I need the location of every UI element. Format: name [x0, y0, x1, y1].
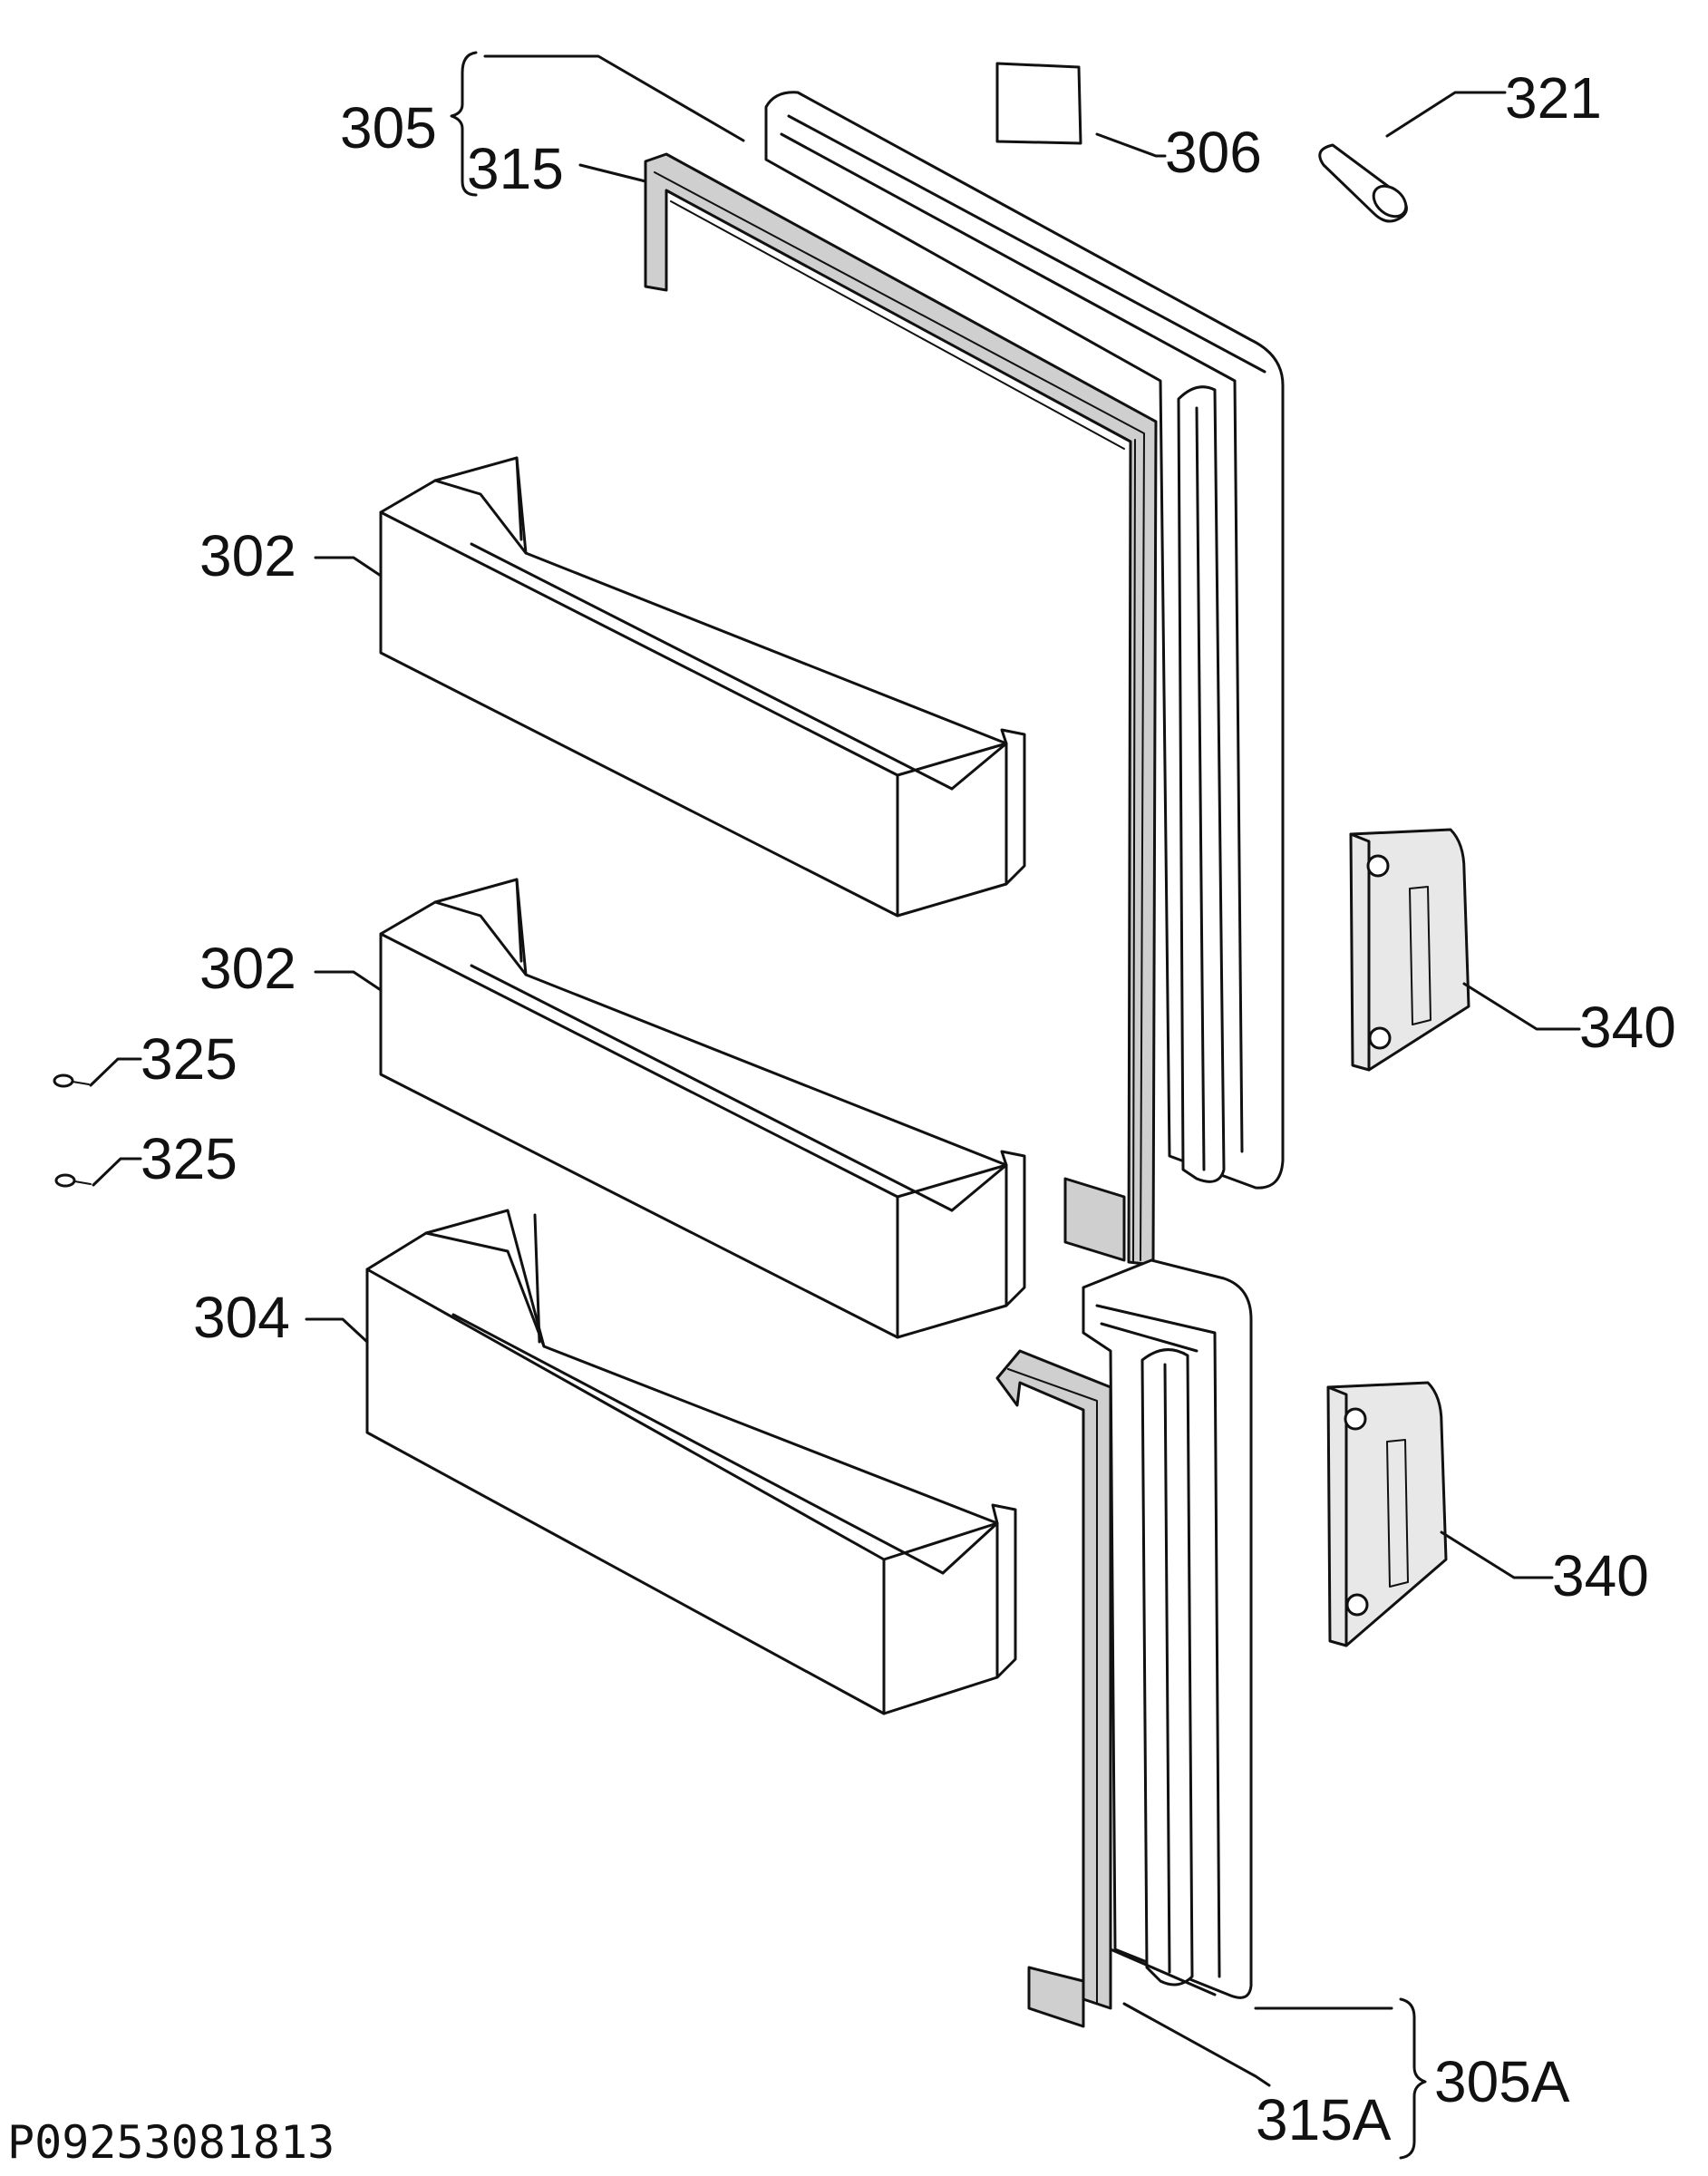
label-302-lower: 302 [199, 936, 296, 1001]
lower-door-part-305A [1082, 1258, 1253, 1999]
label-315A: 315A [1256, 2087, 1392, 2152]
document-id: P09253081813 [7, 2116, 335, 2169]
lower-gasket-part-315A [995, 1349, 1112, 2028]
upper-gasket-part-315 [644, 152, 1158, 1267]
label-321: 321 [1505, 65, 1602, 131]
rating-label-part-306 [995, 62, 1082, 145]
label-304: 304 [193, 1285, 290, 1350]
label-315: 315 [467, 136, 564, 201]
hinge-cover-part-340-lower [1326, 1381, 1448, 1647]
screw-part-325-upper [53, 1073, 90, 1088]
label-305: 305 [340, 95, 437, 160]
door-shelf-302-upper [379, 456, 1026, 918]
bottle-shelf-part-304 [365, 1209, 1017, 1715]
hinge-pin-part-321 [1318, 143, 1408, 223]
leader-lines [89, 51, 1581, 2160]
label-306: 306 [1165, 120, 1262, 185]
screw-part-325-lower [54, 1173, 92, 1188]
hinge-cover-part-340-upper [1349, 828, 1470, 1072]
label-340-upper: 340 [1579, 995, 1676, 1060]
label-325-lower: 325 [141, 1126, 238, 1191]
label-325-upper: 325 [141, 1026, 238, 1092]
label-340-lower: 340 [1552, 1543, 1649, 1608]
upper-door-part-305 [764, 91, 1285, 1190]
label-302-upper: 302 [199, 523, 296, 588]
door-shelf-302-lower [379, 878, 1026, 1339]
label-305A: 305A [1434, 2049, 1570, 2114]
